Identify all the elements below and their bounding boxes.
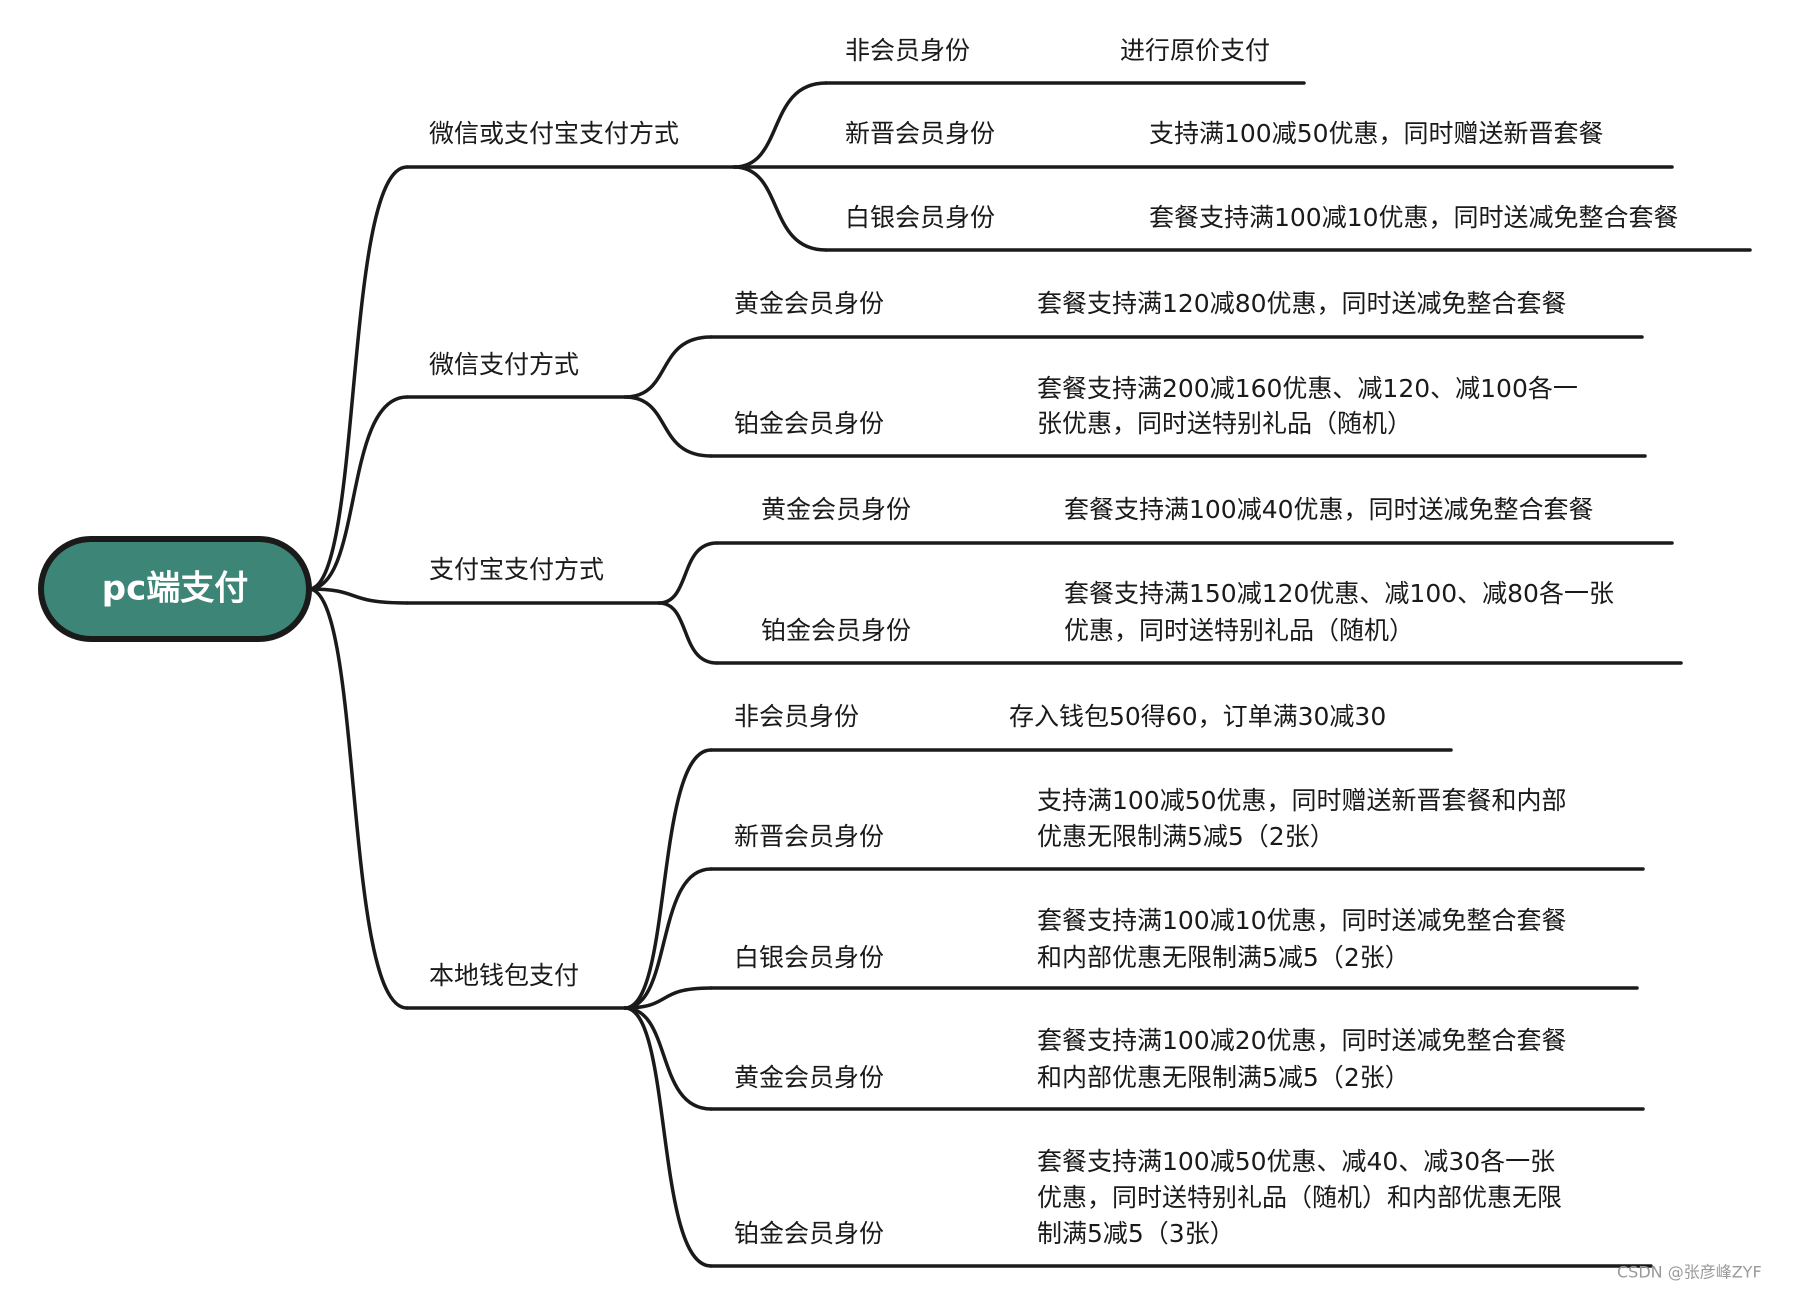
branch-label[interactable]: 微信支付方式	[429, 350, 579, 379]
membership-label[interactable]: 白银会员身份	[845, 203, 995, 232]
benefit-line: 套餐支持满100减10优惠，同时送减免整合套餐	[1149, 203, 1679, 232]
benefit-description: 存入钱包50得60，订单满30减30	[1009, 702, 1386, 731]
benefit-line: 制满5减5（3张）	[1037, 1219, 1235, 1248]
membership-label[interactable]: 新晋会员身份	[734, 822, 884, 851]
connector-branch-leaf	[657, 541, 719, 605]
membership-label[interactable]: 非会员身份	[734, 702, 859, 731]
benefit-description: 套餐支持满150减120优惠、减100、减80各一张优惠，同时送特别礼品（随机）	[1064, 579, 1614, 645]
connector-branch-leaf	[623, 748, 713, 1010]
benefit-line: 优惠，同时送特别礼品（随机）和内部优惠无限	[1037, 1183, 1562, 1212]
membership-label[interactable]: 铂金会员身份	[761, 616, 911, 645]
connector-root-branch	[307, 587, 409, 605]
benefit-line: 和内部优惠无限制满5减5（2张）	[1037, 943, 1410, 972]
membership-label[interactable]: 黄金会员身份	[761, 495, 911, 524]
benefit-line: 张优惠，同时送特别礼品（随机）	[1037, 409, 1412, 438]
membership-label[interactable]: 黄金会员身份	[734, 289, 884, 318]
connector-branch-leaf	[732, 165, 828, 252]
root-node[interactable]: pc端支付	[38, 536, 312, 642]
connector-root-branch	[307, 587, 409, 1010]
connector-branch-leaf	[623, 1006, 713, 1268]
benefit-line: 进行原价支付	[1120, 36, 1270, 65]
benefit-description: 支持满100减50优惠，同时赠送新晋套餐和内部优惠无限制满5减5（2张）	[1037, 786, 1567, 851]
nodes: 微信或支付宝支付方式非会员身份进行原价支付新晋会员身份支持满100减50优惠，同…	[429, 36, 1679, 1248]
benefit-line: 套餐支持满100减20优惠，同时送减免整合套餐	[1037, 1026, 1567, 1055]
membership-label[interactable]: 铂金会员身份	[734, 1219, 884, 1248]
benefit-line: 存入钱包50得60，订单满30减30	[1009, 702, 1386, 731]
benefit-line: 和内部优惠无限制满5减5（2张）	[1037, 1063, 1410, 1092]
benefit-description: 套餐支持满100减40优惠，同时送减免整合套餐	[1064, 495, 1594, 524]
connector-branch-leaf	[623, 1006, 713, 1111]
benefit-line: 套餐支持满120减80优惠，同时送减免整合套餐	[1037, 289, 1567, 318]
benefit-line: 套餐支持满150减120优惠、减100、减80各一张	[1064, 579, 1614, 608]
connector-branch-leaf	[623, 395, 713, 458]
benefit-line: 优惠无限制满5减5（2张）	[1037, 822, 1335, 851]
benefit-description: 支持满100减50优惠，同时赠送新晋套餐	[1149, 119, 1604, 148]
root-node-box[interactable]	[38, 536, 312, 642]
benefit-line: 优惠，同时送特别礼品（随机）	[1064, 616, 1414, 645]
connector-root-branch	[307, 395, 409, 591]
membership-label[interactable]: 新晋会员身份	[845, 119, 995, 148]
branch-label[interactable]: 支付宝支付方式	[429, 555, 604, 584]
membership-label[interactable]: 白银会员身份	[734, 943, 884, 972]
branch-label[interactable]: 本地钱包支付	[429, 961, 579, 990]
benefit-description: 套餐支持满100减20优惠，同时送减免整合套餐和内部优惠无限制满5减5（2张）	[1037, 1026, 1567, 1092]
benefit-line: 套餐支持满100减50优惠、减40、减30各一张	[1037, 1147, 1555, 1176]
connector-branch-leaf	[732, 81, 828, 169]
benefit-line: 套餐支持满200减160优惠、减120、减100各一	[1037, 374, 1578, 403]
benefit-description: 进行原价支付	[1120, 36, 1270, 65]
connector-branch-leaf	[657, 601, 719, 665]
membership-label[interactable]: 铂金会员身份	[734, 409, 884, 438]
benefit-description: 套餐支持满200减160优惠、减120、减100各一张优惠，同时送特别礼品（随机…	[1037, 374, 1578, 438]
root-node-label: pc端支付	[102, 569, 249, 609]
connectors	[307, 81, 1752, 1268]
connector-branch-leaf	[623, 335, 713, 399]
benefit-line: 支持满100减50优惠，同时赠送新晋套餐和内部	[1037, 786, 1567, 815]
benefit-description: 套餐支持满100减10优惠，同时送减免整合套餐	[1149, 203, 1679, 232]
watermark: CSDN @张彦峰ZYF	[1617, 1263, 1762, 1282]
membership-label[interactable]: 黄金会员身份	[734, 1063, 884, 1092]
membership-label[interactable]: 非会员身份	[845, 36, 970, 65]
benefit-line: 套餐支持满100减40优惠，同时送减免整合套餐	[1064, 495, 1594, 524]
benefit-description: 套餐支持满120减80优惠，同时送减免整合套餐	[1037, 289, 1567, 318]
connector-branch-leaf	[623, 867, 713, 1010]
benefit-description: 套餐支持满100减10优惠，同时送减免整合套餐和内部优惠无限制满5减5（2张）	[1037, 906, 1567, 972]
connector-branch-leaf	[623, 986, 713, 1010]
benefit-line: 套餐支持满100减10优惠，同时送减免整合套餐	[1037, 906, 1567, 935]
connector-root-branch	[307, 165, 409, 591]
benefit-description: 套餐支持满100减50优惠、减40、减30各一张优惠，同时送特别礼品（随机）和内…	[1037, 1147, 1562, 1248]
branch-label[interactable]: 微信或支付宝支付方式	[429, 119, 679, 148]
benefit-line: 支持满100减50优惠，同时赠送新晋套餐	[1149, 119, 1604, 148]
